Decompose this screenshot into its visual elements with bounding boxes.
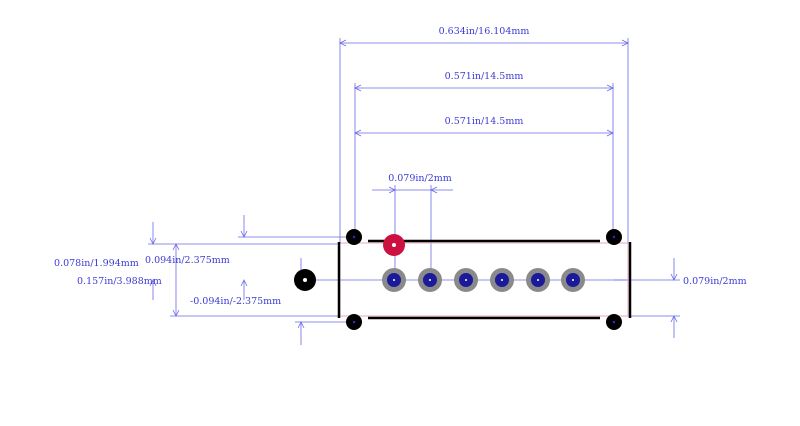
pad-3 <box>454 268 478 292</box>
mount-hole-left-large <box>294 269 316 291</box>
dimension-left-total: 0.157in/3.988mm <box>77 243 340 317</box>
dimension-hole-span-1: 0.571in/14.5mm <box>354 71 614 243</box>
left-total-label: 0.157in/3.988mm <box>77 276 162 287</box>
component-body <box>337 239 632 320</box>
pad-5 <box>526 268 550 292</box>
left-offset-pos-label: 0.094in/2.375mm <box>145 255 230 266</box>
pin-pitch-label: 0.079in/2mm <box>388 173 452 184</box>
mount-hole-bottom-right <box>606 314 622 330</box>
pad-row <box>382 268 585 292</box>
mount-hole-top-right <box>606 229 622 245</box>
pin1-marker <box>383 234 405 256</box>
dimension-right-pitch: 0.079in/2mm <box>614 258 747 338</box>
hole-span-2-label: 0.571in/14.5mm <box>445 116 524 127</box>
pad-2 <box>418 268 442 292</box>
mount-holes <box>294 229 622 330</box>
hole-span-1-label: 0.571in/14.5mm <box>445 71 524 82</box>
pad-4 <box>490 268 514 292</box>
dimension-overall-width: 0.634in/16.104mm <box>339 26 629 243</box>
pad-6 <box>561 268 585 292</box>
mount-hole-bottom-left <box>346 314 362 330</box>
dimension-left-small: 0.078in/1.994mm <box>54 222 340 300</box>
right-pitch-label: 0.079in/2mm <box>683 276 747 287</box>
left-offset-neg-label: -0.094in/-2.375mm <box>190 296 281 307</box>
dimension-left-offset-neg: -0.094in/-2.375mm <box>190 279 281 307</box>
mount-hole-top-left <box>346 229 362 245</box>
dimension-pin-pitch: 0.079in/2mm <box>372 173 453 280</box>
overall-width-label: 0.634in/16.104mm <box>439 26 530 37</box>
dimension-hole-span-2: 0.571in/14.5mm <box>354 116 614 137</box>
left-small-label: 0.078in/1.994mm <box>54 258 139 269</box>
dimension-left-offset-pos: 0.094in/2.375mm <box>145 215 354 266</box>
pad-1 <box>382 268 406 292</box>
